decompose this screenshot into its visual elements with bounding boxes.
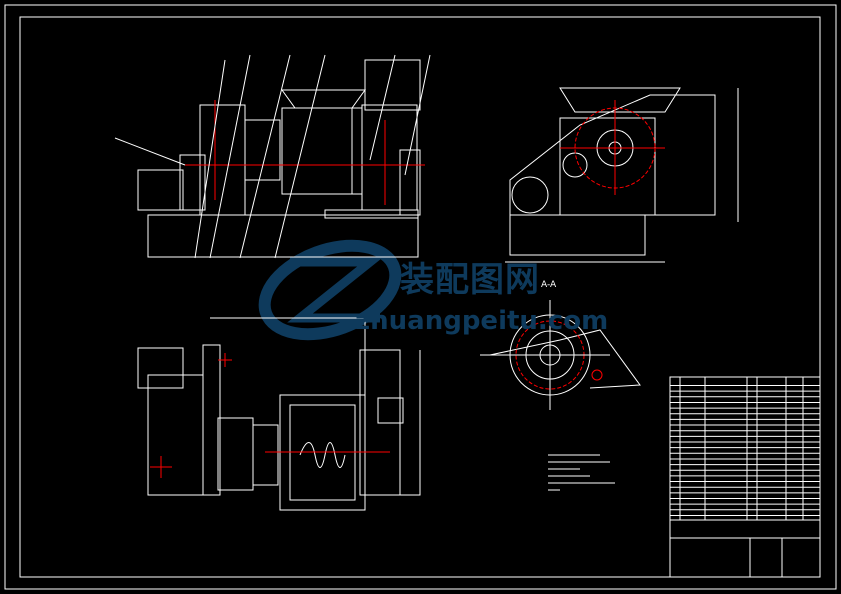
section-label: A-A [541,280,557,290]
inner-border [19,16,821,578]
title-block [669,376,821,578]
technical-notes [548,454,615,491]
section-a-a [480,300,641,410]
watermark-text-cn: 装配图网 [400,260,540,300]
side-view [505,87,739,263]
outer-border [4,4,837,590]
top-view [137,317,421,511]
watermark-text-site: zhuangpeitu.com [355,306,609,336]
front-view [114,54,431,259]
bom-rows [670,385,820,516]
